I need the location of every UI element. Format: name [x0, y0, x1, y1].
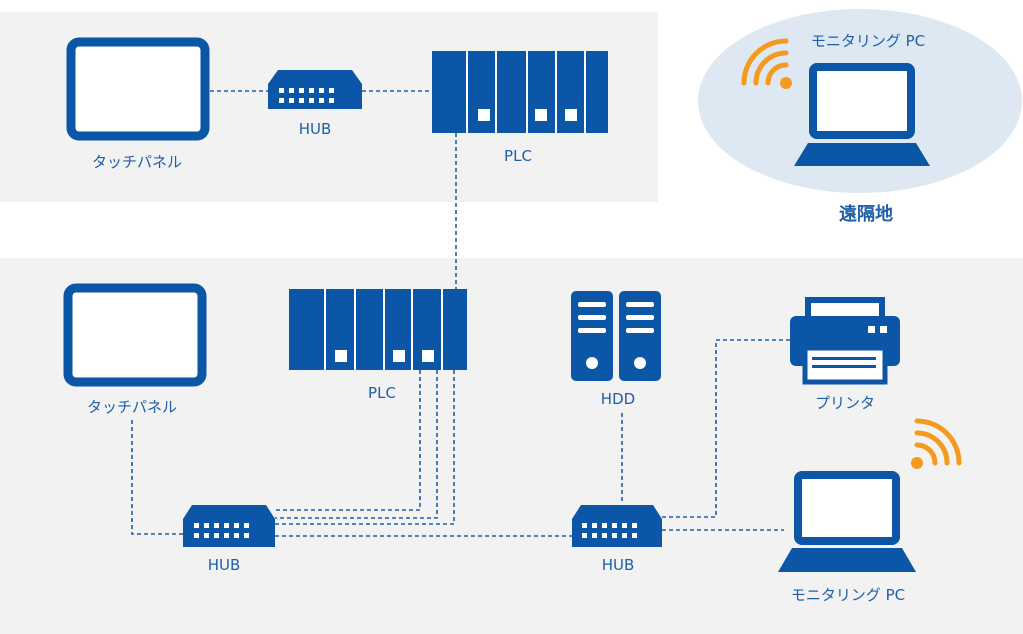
top-touch-panel-label: タッチパネル [92, 153, 182, 171]
link-plc-hub-b [275, 370, 438, 519]
tablet-icon [63, 283, 207, 387]
top-plc-label: PLC [504, 147, 532, 165]
server-icon [571, 291, 661, 381]
link-touchpanel-hub-bottom [131, 420, 183, 535]
plc-rack-icon [432, 51, 608, 133]
tablet-icon [66, 37, 210, 141]
wifi-signal-icon [741, 38, 792, 89]
connections [131, 90, 790, 537]
link-plc-hub-c [275, 370, 455, 525]
network-switch-icon [572, 505, 662, 547]
bottom-hub-right-label: HUB [602, 556, 635, 574]
laptop-icon [778, 471, 916, 572]
printer-icon [790, 297, 900, 385]
bottom-hub-left-label: HUB [208, 556, 241, 574]
link-hub-printer [662, 339, 790, 518]
network-switch-icon [268, 70, 362, 109]
remote-pc-label: モニタリング PC [811, 32, 925, 50]
laptop-icon [794, 63, 930, 166]
link-plc-hub-a [275, 370, 421, 511]
hdd-label: HDD [601, 390, 635, 408]
top-hub-label: HUB [299, 120, 332, 138]
remote-site-label: 遠隔地 [839, 203, 893, 225]
local-pc-label: モニタリング PC [791, 586, 905, 604]
network-switch-icon [183, 505, 275, 547]
printer-label: プリンタ [815, 394, 875, 412]
wifi-signal-icon [911, 418, 962, 469]
plc-rack-icon [289, 289, 467, 370]
bottom-touch-panel-label: タッチパネル [87, 398, 177, 416]
bottom-plc-label: PLC [368, 384, 396, 402]
